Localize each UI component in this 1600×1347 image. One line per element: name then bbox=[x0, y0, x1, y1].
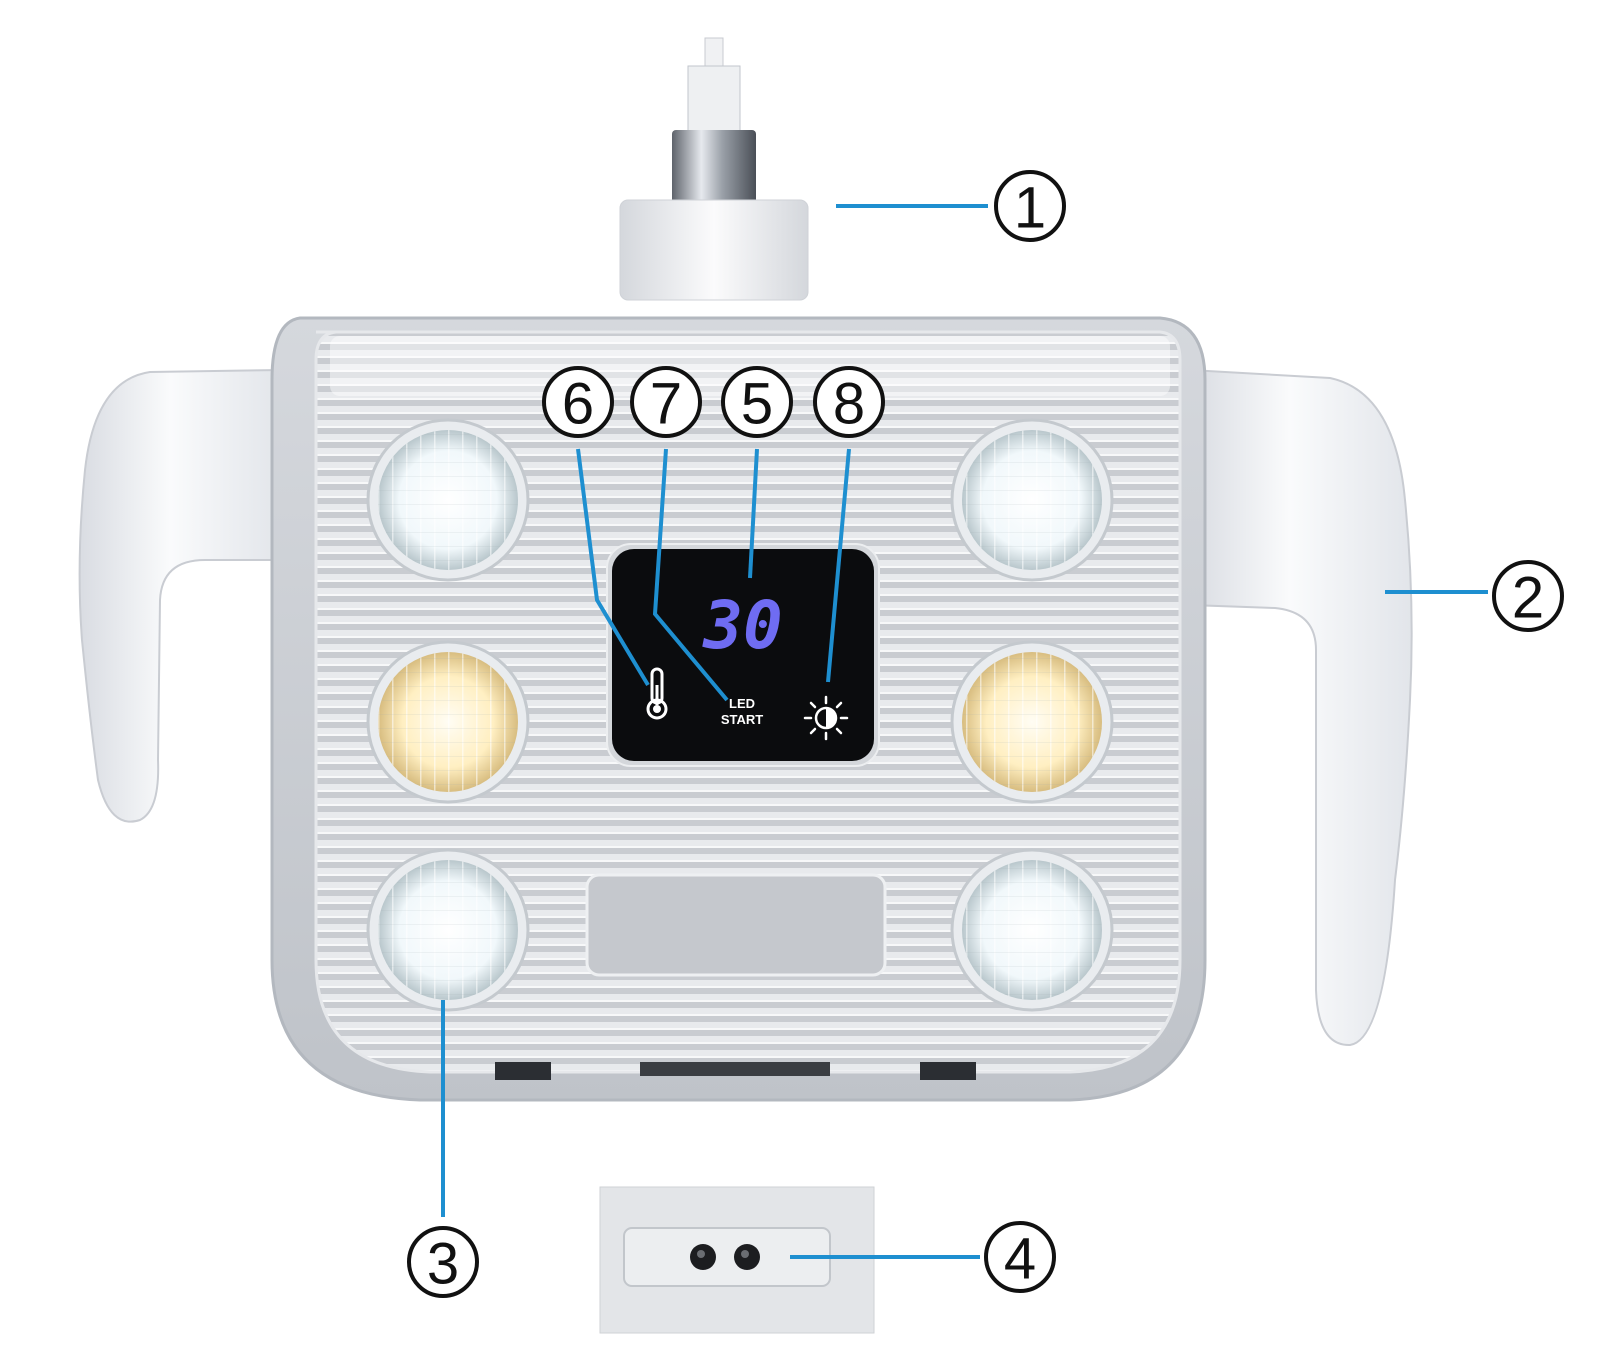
sensor-module bbox=[599, 1186, 875, 1334]
leader-8 bbox=[826, 448, 851, 683]
led-cool-bottom-left bbox=[366, 848, 530, 1012]
bottom-vent-right bbox=[920, 1062, 976, 1080]
timer-display: 30 bbox=[702, 587, 782, 664]
callout-2: 2 bbox=[1492, 560, 1564, 632]
led-cool-bottom-right bbox=[950, 848, 1114, 1012]
callout-8-label: 8 bbox=[833, 372, 865, 437]
mount-base bbox=[619, 199, 809, 301]
mount-post bbox=[687, 65, 741, 133]
callout-2-label: 2 bbox=[1512, 566, 1544, 631]
callout-4: 4 bbox=[984, 1221, 1056, 1293]
callout-3: 3 bbox=[407, 1226, 479, 1298]
callout-3-label: 3 bbox=[427, 1232, 459, 1297]
callout-5: 5 bbox=[721, 366, 793, 438]
sensor-window bbox=[585, 873, 887, 977]
brightness-icon[interactable] bbox=[803, 695, 849, 741]
led-label: LED bbox=[729, 696, 755, 711]
led-cool-top-right bbox=[950, 418, 1114, 582]
start-label: START bbox=[721, 712, 763, 727]
leader-6 bbox=[576, 448, 650, 687]
callout-8: 8 bbox=[813, 366, 885, 438]
led-warm-middle-right bbox=[950, 640, 1114, 804]
callout-1-label: 1 bbox=[1014, 176, 1046, 241]
led-cool-top-left bbox=[366, 418, 530, 582]
led-warm-middle-left bbox=[366, 640, 530, 804]
top-lens-highlight bbox=[330, 336, 1170, 396]
control-panel-screen bbox=[612, 549, 874, 761]
callout-6-label: 6 bbox=[562, 372, 594, 437]
bottom-vent-left bbox=[495, 1062, 551, 1080]
callout-1: 1 bbox=[994, 170, 1066, 242]
left-handle bbox=[78, 368, 283, 823]
metal-sleeve bbox=[672, 130, 756, 210]
thermometer-icon[interactable] bbox=[646, 667, 668, 720]
leader-5 bbox=[748, 448, 759, 579]
callout-7-label: 7 bbox=[650, 372, 682, 437]
led-array bbox=[366, 418, 1114, 1012]
control-panel: 30 LED START bbox=[606, 543, 880, 767]
callout-4-label: 4 bbox=[1004, 1227, 1036, 1292]
ceiling-mount bbox=[619, 37, 809, 301]
callout-5-label: 5 bbox=[741, 372, 773, 437]
callout-7: 7 bbox=[630, 366, 702, 438]
right-handle bbox=[1189, 368, 1413, 1047]
callout-6: 6 bbox=[542, 366, 614, 438]
led-start-button[interactable]: LED START bbox=[721, 696, 763, 727]
leader-lines bbox=[441, 204, 1488, 1259]
bottom-vent-center bbox=[640, 1062, 830, 1076]
leader-7 bbox=[652, 448, 729, 702]
